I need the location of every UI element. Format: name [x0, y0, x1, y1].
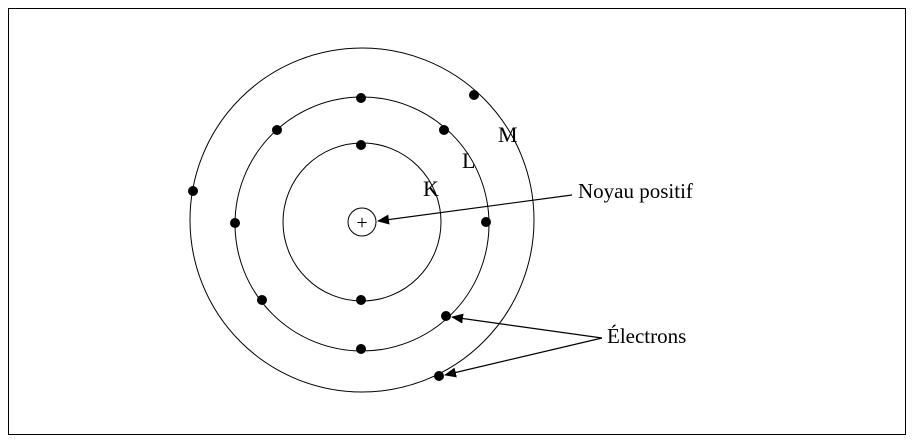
frame-border — [8, 8, 906, 435]
electron-l-7 — [441, 311, 451, 321]
electrons-annotation-label: Électrons — [607, 324, 686, 348]
electron-m-1 — [469, 90, 479, 100]
nucleus-plus-sign: + — [356, 212, 367, 234]
shell-m — [189, 47, 535, 393]
nucleus-arrow — [377, 194, 573, 225]
nucleus: + — [347, 207, 377, 237]
electron-m-2 — [188, 186, 198, 196]
nucleus-annotation-label: Noyau positif — [578, 179, 693, 203]
electron-m-3 — [434, 371, 444, 381]
electron-arrow-l — [451, 313, 603, 339]
electron-l-5 — [481, 217, 491, 227]
shell-label-m: M — [498, 122, 518, 147]
electron-l-1 — [356, 93, 366, 103]
electron-l-2 — [272, 125, 282, 135]
shell-label-k: K — [423, 176, 439, 201]
electron-l-8 — [356, 344, 366, 354]
electron-l-3 — [439, 125, 449, 135]
electron-k-1 — [356, 140, 366, 150]
nucleus-circle — [347, 207, 377, 237]
electron-l-4 — [230, 218, 240, 228]
electron-k-2 — [356, 295, 366, 305]
electron-arrow-m — [444, 337, 603, 378]
shell-label-l: L — [462, 148, 475, 173]
electron-l-6 — [257, 295, 267, 305]
